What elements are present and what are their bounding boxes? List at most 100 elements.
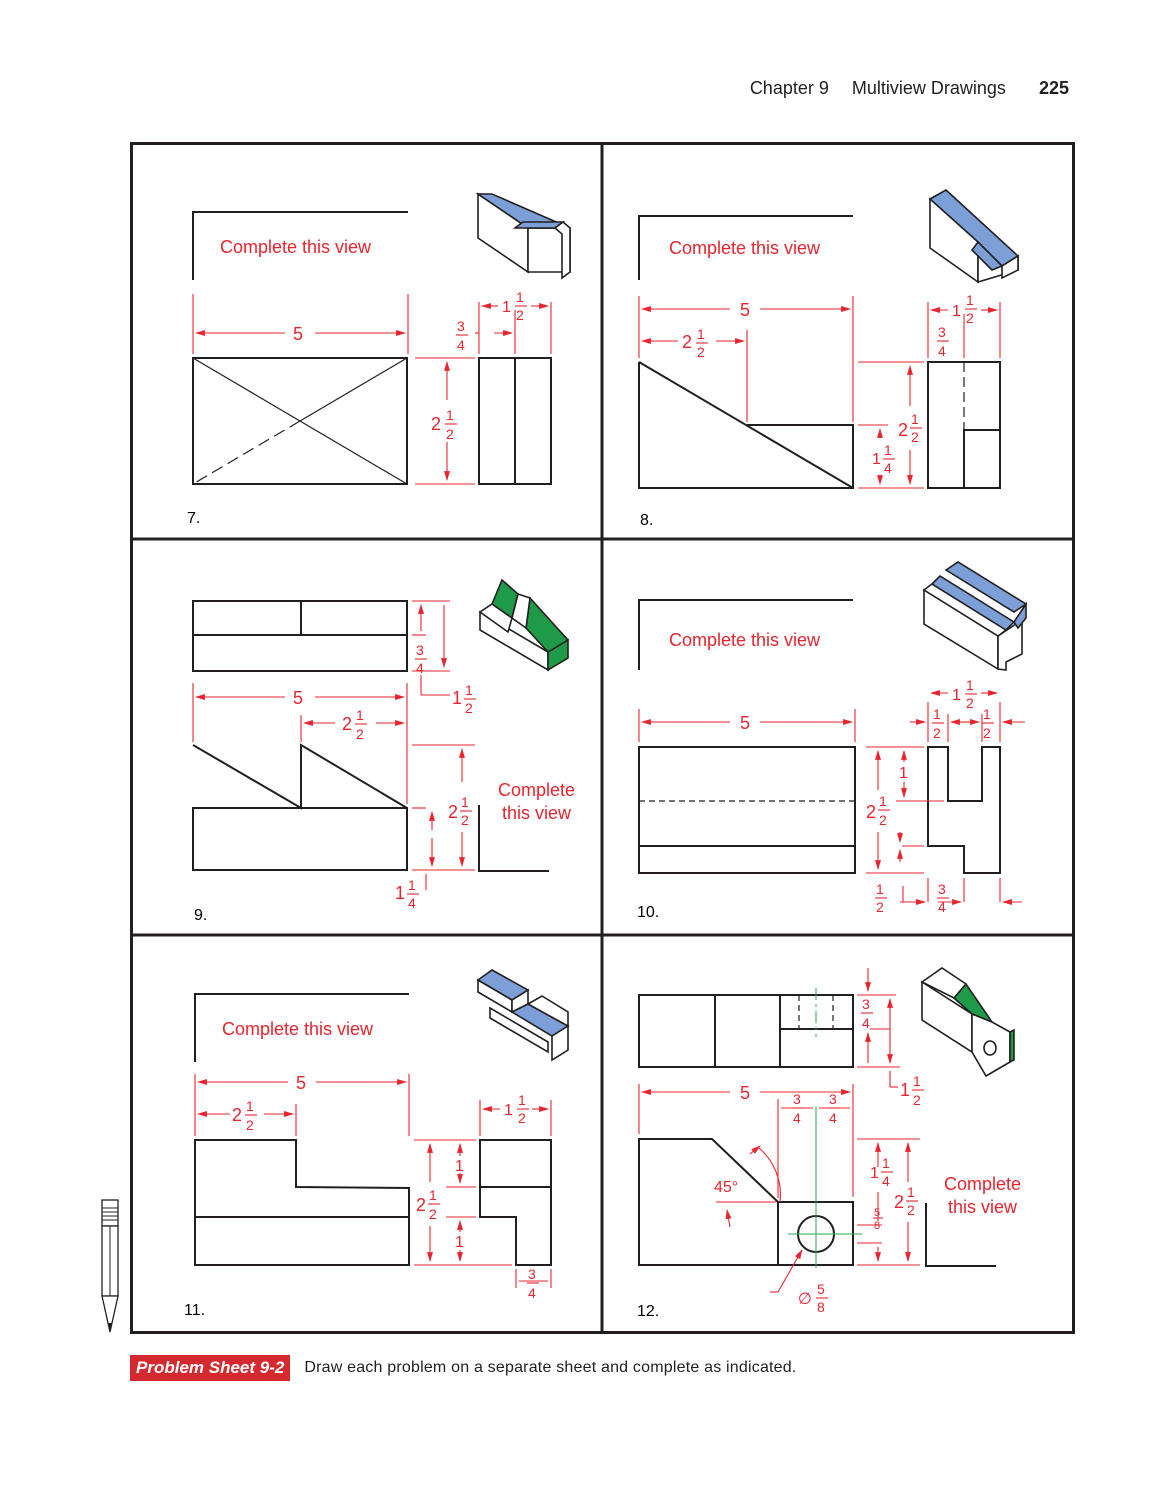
chapter-title: Multiview Drawings (851, 78, 1006, 98)
svg-text:3: 3 (793, 1091, 801, 1107)
svg-text:1: 1 (455, 1234, 464, 1251)
svg-text:4: 4 (408, 895, 416, 911)
page-number: 225 (1038, 78, 1069, 98)
svg-text:1: 1 (246, 1098, 254, 1114)
svg-text:1: 1 (408, 877, 416, 893)
svg-text:2: 2 (697, 344, 705, 360)
svg-text:1: 1 (933, 706, 941, 722)
svg-text:5: 5 (293, 688, 303, 708)
svg-text:1: 1 (502, 299, 511, 316)
svg-text:3: 3 (528, 1266, 536, 1282)
problem-number: 10. (637, 904, 659, 921)
svg-text:4: 4 (829, 1110, 837, 1126)
svg-text:1: 1 (516, 289, 524, 305)
svg-text:2: 2 (966, 310, 974, 326)
svg-text:3: 3 (416, 642, 424, 658)
svg-text:2: 2 (911, 429, 919, 445)
svg-text:1: 1 (884, 442, 892, 458)
svg-text:2: 2 (516, 307, 524, 323)
svg-text:45°: 45° (714, 1179, 738, 1196)
problem-10: Complete this view 5 1 1 2 1 2 1 2 (637, 561, 1028, 921)
svg-text:8: 8 (817, 1299, 825, 1315)
footer-instruction: Draw each problem on a separate sheet an… (304, 1359, 797, 1376)
svg-text:1: 1 (900, 1080, 910, 1100)
svg-text:3: 3 (938, 324, 946, 340)
svg-text:2: 2 (682, 332, 692, 352)
svg-text:1: 1 (907, 1184, 915, 1200)
svg-text:2: 2 (416, 1195, 426, 1215)
svg-text:4: 4 (528, 1285, 536, 1301)
problem-9: 3 4 1 1 2 5 2 1 2 2 1 2 1 1 4 (192, 578, 575, 924)
complete-view-label: Complete this view (220, 237, 372, 257)
svg-text:2: 2 (913, 1092, 921, 1108)
problem-number: 9. (194, 907, 207, 924)
pictorial-7 (475, 192, 571, 280)
svg-text:1: 1 (518, 1092, 526, 1108)
svg-text:5: 5 (817, 1281, 825, 1297)
svg-text:4: 4 (938, 343, 946, 359)
svg-text:2: 2 (933, 725, 941, 741)
svg-text:4: 4 (884, 460, 892, 476)
svg-text:5: 5 (296, 1073, 306, 1093)
svg-text:1: 1 (966, 677, 974, 693)
svg-text:5: 5 (740, 300, 750, 320)
svg-text:1: 1 (952, 303, 961, 320)
pictorial-8 (928, 189, 1020, 284)
problem-number: 8. (640, 512, 653, 529)
svg-text:5: 5 (740, 1083, 750, 1103)
svg-text:4: 4 (882, 1173, 890, 1189)
svg-text:2: 2 (898, 420, 908, 440)
svg-text:1: 1 (452, 688, 462, 708)
svg-text:1: 1 (461, 794, 469, 810)
svg-text:1: 1 (966, 292, 974, 308)
svg-text:1: 1 (395, 883, 405, 903)
svg-text:1: 1 (356, 707, 364, 723)
svg-text:2: 2 (876, 899, 884, 915)
svg-text:4: 4 (793, 1110, 801, 1126)
pencil-icon (101, 1199, 119, 1333)
svg-text:2: 2 (461, 812, 469, 828)
svg-text:2: 2 (879, 812, 887, 828)
problem-sheet-badge: Problem Sheet 9-2 (130, 1355, 291, 1381)
problem-sheet: Complete this view 5 2 1 2 3 4 1 1 (130, 142, 1075, 1334)
pictorial-9 (478, 578, 570, 672)
problem-number: 11. (184, 1302, 205, 1319)
svg-text:2: 2 (446, 426, 454, 442)
svg-text:3: 3 (829, 1091, 837, 1107)
svg-text:1: 1 (983, 706, 991, 722)
complete-view-label-line2: this view (502, 803, 572, 823)
page-header: Chapter 9 Multiview Drawings 225 (750, 78, 1069, 99)
problem-number: 12. (637, 1303, 659, 1320)
pictorial-11 (476, 969, 570, 1062)
svg-text:2: 2 (983, 725, 991, 741)
svg-text:1: 1 (876, 881, 884, 897)
svg-text:1: 1 (465, 682, 473, 698)
svg-text:1: 1 (882, 1155, 890, 1171)
svg-text:1: 1 (870, 1165, 879, 1182)
svg-text:2: 2 (465, 700, 473, 716)
svg-text:2: 2 (894, 1192, 904, 1212)
problem-8: Complete this view 5 2 1 2 2 1 2 1 1 (638, 189, 1020, 529)
svg-text:5: 5 (874, 1207, 880, 1219)
svg-text:2: 2 (448, 802, 458, 822)
complete-view-label: Complete this view (669, 630, 821, 650)
svg-text:4: 4 (938, 899, 946, 915)
complete-view-label: Complete this view (669, 238, 821, 258)
svg-text:2: 2 (356, 726, 364, 742)
complete-view-label-line1: Complete (498, 780, 575, 800)
svg-text:2: 2 (907, 1202, 915, 1218)
svg-text:1: 1 (455, 1158, 464, 1175)
complete-view-label-line1: Complete (944, 1174, 1021, 1194)
svg-text:3: 3 (938, 881, 946, 897)
svg-text:2: 2 (866, 802, 876, 822)
svg-text:8: 8 (874, 1220, 880, 1232)
svg-text:1: 1 (446, 407, 454, 423)
svg-text:4: 4 (457, 337, 465, 353)
svg-text:1: 1 (504, 1102, 513, 1119)
svg-text:4: 4 (862, 1015, 870, 1031)
svg-text:2: 2 (518, 1110, 526, 1126)
svg-text:5: 5 (740, 713, 750, 733)
pictorial-10 (922, 561, 1028, 671)
svg-text:1: 1 (899, 765, 908, 782)
svg-text:1: 1 (911, 411, 919, 427)
